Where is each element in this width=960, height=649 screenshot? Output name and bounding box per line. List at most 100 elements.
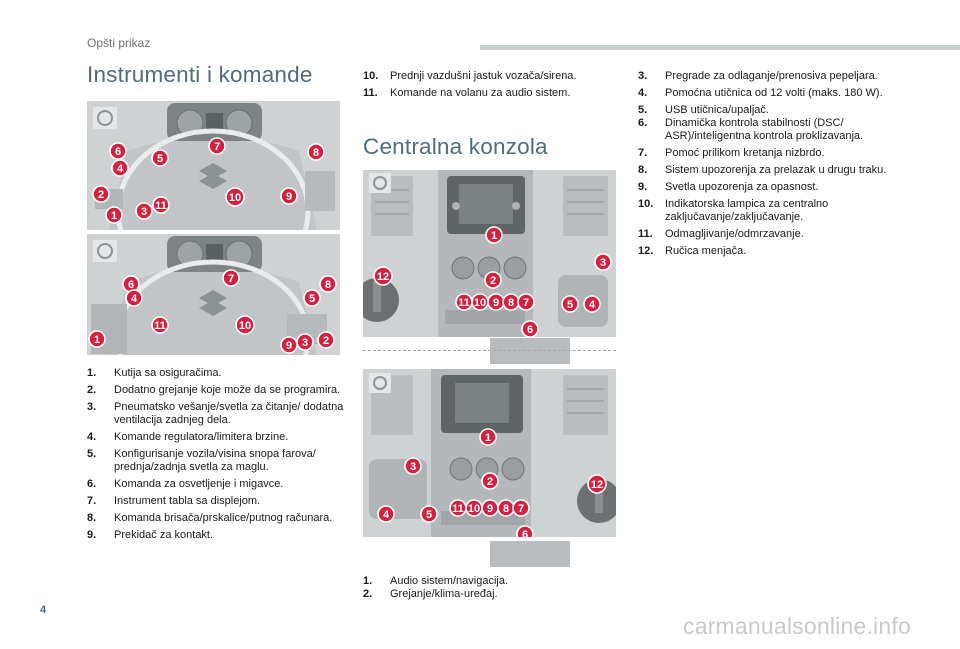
list-item: 6.Dinamička kontrola stabilnosti (DSC/ A… <box>638 117 864 142</box>
svg-text:12: 12 <box>377 271 389 283</box>
console-list: 3.Pregrade za odlaganje/prenosiva pepelj… <box>638 70 888 262</box>
svg-text:10: 10 <box>239 320 251 332</box>
callout-1: 1 <box>88 330 106 348</box>
svg-text:7: 7 <box>523 297 529 309</box>
callout-3: 3 <box>296 333 314 351</box>
list-item: 11.Odmagljivanje/odmrzavanje. <box>638 228 804 240</box>
callout-7: 7 <box>222 269 240 287</box>
callout-4: 4 <box>377 505 395 523</box>
callout-9: 9 <box>280 187 298 205</box>
svg-text:8: 8 <box>313 147 319 159</box>
console-photo-top: 1 12 2 3 11 10 9 8 7 5 4 6 <box>363 170 616 337</box>
header-bar <box>480 45 960 50</box>
callout-8: 8 <box>319 275 337 293</box>
list-item: 6.Komanda za osvetljenje i migavce. <box>87 478 284 490</box>
svg-text:6: 6 <box>527 324 533 336</box>
callout-12: 12 <box>587 474 607 494</box>
svg-text:3: 3 <box>410 461 416 473</box>
list-item: 1.Kutija sa osiguračima. <box>87 367 222 379</box>
page-number: 4 <box>40 604 47 616</box>
svg-text:7: 7 <box>228 273 234 285</box>
callout-11: 11 <box>455 293 473 311</box>
svg-text:4: 4 <box>589 299 596 311</box>
callout-6: 6 <box>516 525 534 537</box>
callout-5: 5 <box>561 295 579 313</box>
callout-1: 1 <box>105 206 123 224</box>
callout-7: 7 <box>208 137 226 155</box>
svg-text:9: 9 <box>286 191 292 203</box>
svg-text:11: 11 <box>155 200 167 212</box>
svg-text:11: 11 <box>452 503 464 515</box>
svg-text:10: 10 <box>474 297 486 309</box>
callout-10: 10 <box>235 315 255 335</box>
svg-text:6: 6 <box>115 146 121 158</box>
console-photo-bottom: 1 3 2 12 11 10 9 8 7 4 5 6 <box>363 369 616 537</box>
list-item: 7.Instrument tabla sa displejom. <box>87 495 261 507</box>
callout-4: 4 <box>111 159 129 177</box>
list-item: 11.Komande na volanu za audio sistem. <box>363 87 571 99</box>
svg-text:12: 12 <box>591 479 603 491</box>
list-item: 10.Indikatorska lampica za centralno zak… <box>638 198 829 223</box>
svg-text:9: 9 <box>487 503 493 515</box>
switch-panel-top <box>490 338 570 364</box>
svg-text:8: 8 <box>508 297 514 309</box>
list-item: 8.Sistem upozorenja za prelazak u drugu … <box>638 164 887 176</box>
callout-7: 7 <box>517 293 535 311</box>
svg-text:3: 3 <box>600 257 606 269</box>
svg-text:10: 10 <box>229 192 241 204</box>
callout-6: 6 <box>109 142 127 160</box>
callout-7: 7 <box>512 499 530 517</box>
switch-panel-bottom <box>490 541 570 567</box>
svg-text:11: 11 <box>458 297 470 309</box>
svg-text:11: 11 <box>154 320 166 332</box>
svg-text:7: 7 <box>518 503 524 515</box>
list-item: 4.Pomoćna utičnica od 12 volti (maks. 18… <box>638 87 883 99</box>
svg-text:9: 9 <box>286 340 292 352</box>
callout-9: 9 <box>481 499 499 517</box>
dashed-separator <box>363 350 616 351</box>
svg-text:8: 8 <box>325 279 331 291</box>
svg-text:1: 1 <box>111 210 117 222</box>
callout-5: 5 <box>151 149 169 167</box>
list-item: 7.Pomoć prilikom kretanja nizbrdo. <box>638 147 825 159</box>
instruments-list-continued: 10.Prednji vazdušni jastuk vozača/sirena… <box>363 70 613 104</box>
svg-text:5: 5 <box>157 153 163 165</box>
section-title-instruments: Instrumenti i komande <box>87 62 313 87</box>
list-item: 4.Komande regulatora/limitera brzine. <box>87 431 289 443</box>
list-item: 3.Pregrade za odlaganje/prenosiva pepelj… <box>638 70 878 82</box>
svg-text:2: 2 <box>487 476 493 488</box>
callout-11: 11 <box>152 196 170 214</box>
list-item: 8.Komanda brisača/prskalice/putnog račun… <box>87 512 333 524</box>
callout-10: 10 <box>225 187 245 207</box>
svg-text:3: 3 <box>302 337 308 349</box>
callout-3: 3 <box>594 253 612 271</box>
svg-text:6: 6 <box>522 529 528 537</box>
list-item: 12.Ručica menjača. <box>638 245 747 257</box>
svg-text:2: 2 <box>98 189 104 201</box>
svg-text:9: 9 <box>493 297 499 309</box>
callout-10: 10 <box>465 499 483 517</box>
console-list-start: 1.Audio sistem/navigacija. 2.Grejanje/kl… <box>363 575 613 605</box>
list-item: 10.Prednji vazdušni jastuk vozača/sirena… <box>363 70 577 82</box>
svg-text:1: 1 <box>491 230 497 242</box>
list-item: 3.Pneumatsko vešanje/svetla za čitanje/ … <box>87 401 344 426</box>
callout-2: 2 <box>484 271 502 289</box>
callout-2: 2 <box>317 331 335 349</box>
svg-text:1: 1 <box>485 432 491 444</box>
list-item: 2.Dodatno grejanje koje može da se progr… <box>87 384 341 396</box>
list-item: 1.Audio sistem/navigacija. <box>363 575 509 587</box>
svg-text:4: 4 <box>131 293 138 305</box>
list-item: 9.Svetla upozorenja za opasnost. <box>638 181 819 193</box>
callout-2: 2 <box>481 472 499 490</box>
svg-text:4: 4 <box>383 509 390 521</box>
callout-8: 8 <box>502 293 520 311</box>
svg-text:8: 8 <box>503 503 509 515</box>
callout-4: 4 <box>125 289 143 307</box>
dashboard-photo-bottom: 7 6 8 4 5 11 10 1 9 3 2 <box>87 234 340 355</box>
svg-text:1: 1 <box>94 334 100 346</box>
callout-5: 5 <box>420 505 438 523</box>
svg-text:5: 5 <box>567 299 573 311</box>
list-item: 2.Grejanje/klima-uređaj. <box>363 588 498 600</box>
svg-text:2: 2 <box>323 335 329 347</box>
section-header: Opšti prikaz <box>87 36 151 50</box>
